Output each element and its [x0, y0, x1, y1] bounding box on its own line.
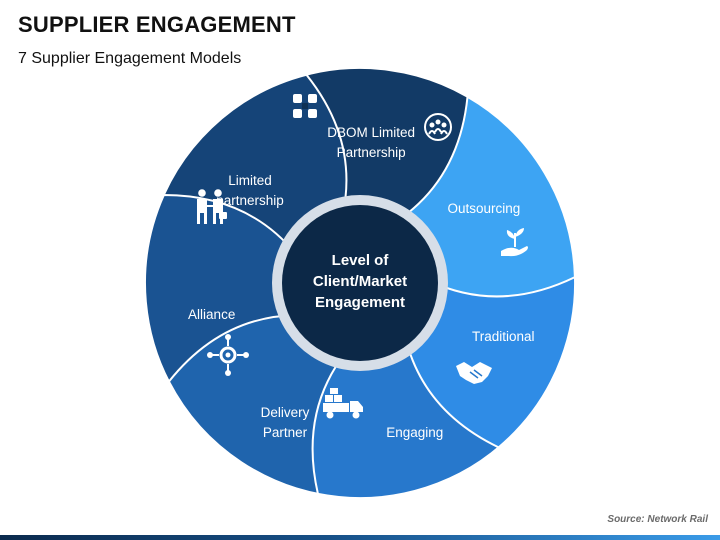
segment-label-line: Partnership	[336, 145, 406, 161]
segment-label-line: Outsourcing	[447, 200, 521, 216]
hub-label-line: Engagement	[314, 294, 405, 311]
plant-in-hand-icon	[501, 228, 528, 257]
bottom-accent-bar	[0, 535, 720, 540]
segment-label-traditional: Traditional	[443, 327, 563, 347]
hands-cooperation-icon	[293, 94, 317, 118]
slide-title: SUPPLIER ENGAGEMENT	[18, 12, 296, 37]
delivery-truck-icon	[323, 388, 363, 419]
segment-label-outsourcing: Outsourcing	[424, 199, 544, 219]
segment-label-line: Alliance	[188, 307, 236, 323]
segment-label-engaging: Engaging	[355, 423, 475, 443]
segment-label-alliance: Alliance	[152, 305, 272, 325]
hub-circle	[282, 205, 438, 361]
network-gear-icon	[207, 334, 249, 376]
people-cycle-icon	[424, 113, 452, 141]
segment-label-line: DBOM Limited	[327, 125, 416, 141]
segment-label-line: Traditional	[472, 329, 535, 345]
handshake-icon	[456, 362, 492, 384]
segment-label-line: Delivery	[260, 404, 310, 420]
hub-label-line: Level of	[331, 252, 389, 269]
segment-label-line: Engaging	[386, 424, 444, 440]
segment-label-line: Partner	[262, 424, 308, 440]
source-note: Source: Network Rail	[607, 514, 708, 525]
business-handshake-icon	[197, 189, 227, 224]
hub-label-line: Client/Market	[312, 273, 408, 290]
segment-label-line: Limited	[228, 173, 272, 188]
segment-label-line: partnership	[216, 193, 284, 208]
segment-label-limited-partnership: Limited partnership	[190, 171, 310, 211]
slide-subtitle: 7 Supplier Engagement Models	[18, 50, 242, 67]
hub-label: Level of Client/Market Engagement	[290, 250, 430, 313]
